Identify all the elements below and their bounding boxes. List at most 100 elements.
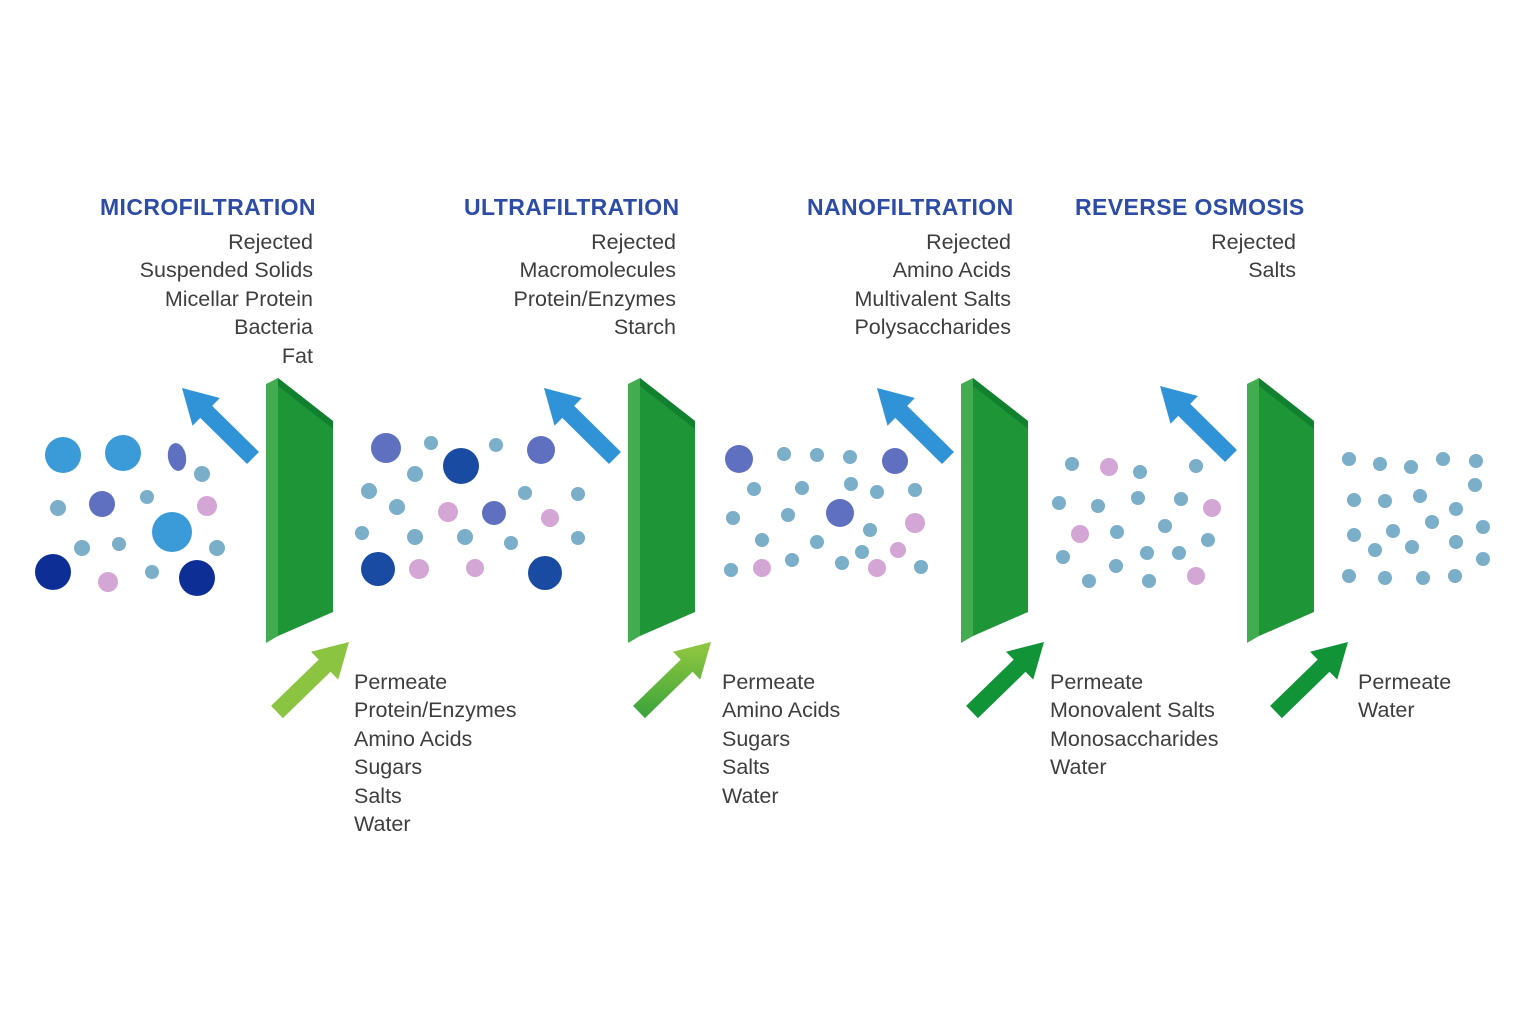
particle-teal — [1405, 540, 1419, 554]
particle-teal — [1142, 574, 1156, 588]
membrane-top-edge — [640, 378, 695, 429]
membrane-panel — [628, 378, 695, 643]
permeate-item: Permeate — [1358, 670, 1452, 694]
particle-teal — [407, 529, 423, 545]
particle-teal — [747, 482, 761, 496]
membrane-top-edge — [278, 378, 333, 429]
particle-teal — [810, 535, 824, 549]
permeate-item: Monosaccharides — [1050, 726, 1219, 751]
particle-purple — [882, 448, 908, 474]
particle-teal — [504, 536, 518, 550]
particle-teal — [389, 499, 405, 515]
particle-teal — [1082, 574, 1096, 588]
particle-navy2 — [443, 448, 479, 484]
particle-navy2 — [361, 552, 395, 586]
particle-teal — [1158, 519, 1172, 533]
permeate-arrow — [633, 642, 711, 719]
particle-lightblue — [105, 435, 141, 471]
particle-navy2 — [528, 556, 562, 590]
particle-teal — [1378, 571, 1392, 585]
particle-teal — [1174, 492, 1188, 506]
particle-teal — [781, 508, 795, 522]
particle-teal — [810, 448, 824, 462]
particle-pink — [197, 496, 217, 516]
permeate-item: Monovalent Salts — [1050, 698, 1215, 723]
particle-teal — [1131, 491, 1145, 505]
rejected-item: Starch — [613, 315, 676, 340]
particle-purple — [482, 501, 506, 525]
particle-purple — [371, 433, 401, 463]
rejected-item: Polysaccharides — [854, 315, 1011, 340]
particle-pink — [1100, 458, 1118, 476]
particle-teal — [1172, 546, 1186, 560]
rejected-arrow — [543, 387, 621, 465]
particle-pink — [466, 559, 484, 577]
permeate-arrow — [1270, 642, 1348, 719]
particle-teal — [140, 490, 154, 504]
permeate-item: Protein/Enzymes — [354, 698, 517, 723]
particle-teal — [1347, 493, 1361, 507]
permeate-item: Sugars — [722, 726, 791, 751]
particle-teal — [361, 483, 377, 499]
particle-teal — [870, 485, 884, 499]
particle-teal — [1091, 499, 1105, 513]
particle-pink — [868, 559, 886, 577]
membrane-side-face — [961, 378, 973, 643]
particle-pink — [541, 509, 559, 527]
particle-purple — [725, 445, 753, 473]
particle-teal — [571, 487, 585, 501]
permeate-arrow — [966, 642, 1044, 719]
particle-teal — [407, 466, 423, 482]
particle-teal — [1413, 489, 1427, 503]
membrane-front-face — [640, 378, 695, 636]
permeate-item: Water — [1358, 698, 1415, 723]
particle-pink — [438, 502, 458, 522]
rejected-item: Micellar Protein — [164, 286, 313, 311]
particle-teal — [1449, 502, 1463, 516]
particle-teal — [844, 477, 858, 491]
permeate-item: Salts — [722, 755, 770, 780]
rejected-item: Rejected — [591, 230, 676, 254]
particle-teal — [914, 560, 928, 574]
particle-pink — [409, 559, 429, 579]
membrane-front-face — [973, 378, 1028, 636]
particle-teal — [518, 486, 532, 500]
membrane-side-face — [1247, 378, 1259, 643]
rejected-arrow — [1159, 385, 1237, 463]
particle-teal — [755, 533, 769, 547]
particle-teal — [843, 450, 857, 464]
membrane-top-edge — [1259, 378, 1314, 429]
permeate-item: Amino Acids — [354, 726, 473, 751]
rejected-item: Fat — [281, 343, 313, 368]
rejected-arrow — [181, 387, 259, 465]
permeate-item: Salts — [354, 783, 402, 808]
permeate-item: Permeate — [1050, 670, 1144, 694]
particle-teal — [855, 545, 869, 559]
stage-title-ultrafiltration: ULTRAFILTRATION — [464, 194, 680, 220]
particle-teal — [1056, 550, 1070, 564]
particle-teal — [112, 537, 126, 551]
rejected-item: Salts — [1248, 258, 1296, 283]
particle-teal — [1110, 525, 1124, 539]
particle-teal — [1425, 515, 1439, 529]
particle-teal — [355, 526, 369, 540]
stage-title-microfiltration: MICROFILTRATION — [100, 194, 316, 220]
particle-pink — [890, 542, 906, 558]
particle-teal — [1201, 533, 1215, 547]
particle-teal — [1468, 478, 1482, 492]
membrane-front-face — [1259, 378, 1314, 636]
particle-teal — [726, 511, 740, 525]
membrane-front-face — [278, 378, 333, 636]
